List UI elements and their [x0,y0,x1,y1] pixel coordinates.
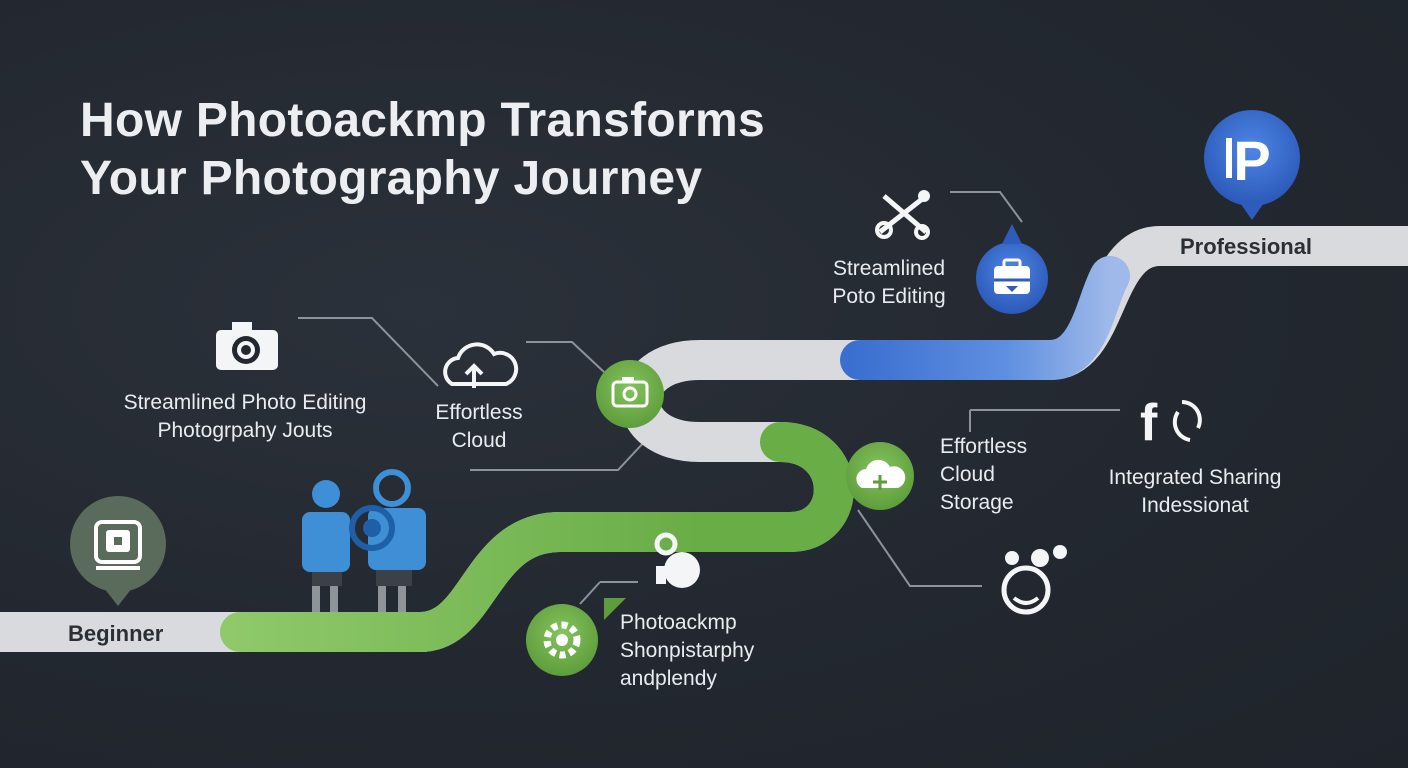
road-blue [840,256,1130,380]
cloud-upload-icon [443,342,519,388]
page-title: How Photoackmp Transforms Your Photograp… [80,94,765,205]
stage-beginner: Beginner [68,621,164,646]
lightbulb-key-icon [654,532,700,588]
facebook-share-icon: f [1140,394,1202,452]
community-icon [1001,545,1067,615]
cloud-plus-icon[interactable] [846,442,914,510]
connector-lines [298,191,1120,605]
people-icon [302,469,426,612]
feature-gear-label: Photoackmp Shonpistarphy andplendy [620,611,755,690]
camera-outline-icon [216,322,278,370]
svg-text:f: f [1140,394,1158,452]
gear-icon[interactable] [526,598,626,676]
feature-editing-label: Streamlined Poto Editing [832,257,946,308]
stage-professional: Professional [1180,234,1313,259]
feature-cloud-label: Effortless Cloud [435,401,523,452]
camera-icon[interactable] [596,360,664,428]
feature-camera-label: Streamlined Photo Editing Photogrpahy Jo… [123,391,367,442]
device-icon [70,496,166,606]
svg-text:P: P [1233,129,1270,192]
feature-sharing-label: Integrated Sharing Indessionat [1108,466,1282,517]
logo-p-icon: P [1204,110,1300,220]
toolbox-icon[interactable] [976,224,1048,314]
editing-tools-icon [875,190,930,240]
road-green [220,422,854,652]
feature-storage-label: Effortless Cloud Storage [940,435,1028,514]
